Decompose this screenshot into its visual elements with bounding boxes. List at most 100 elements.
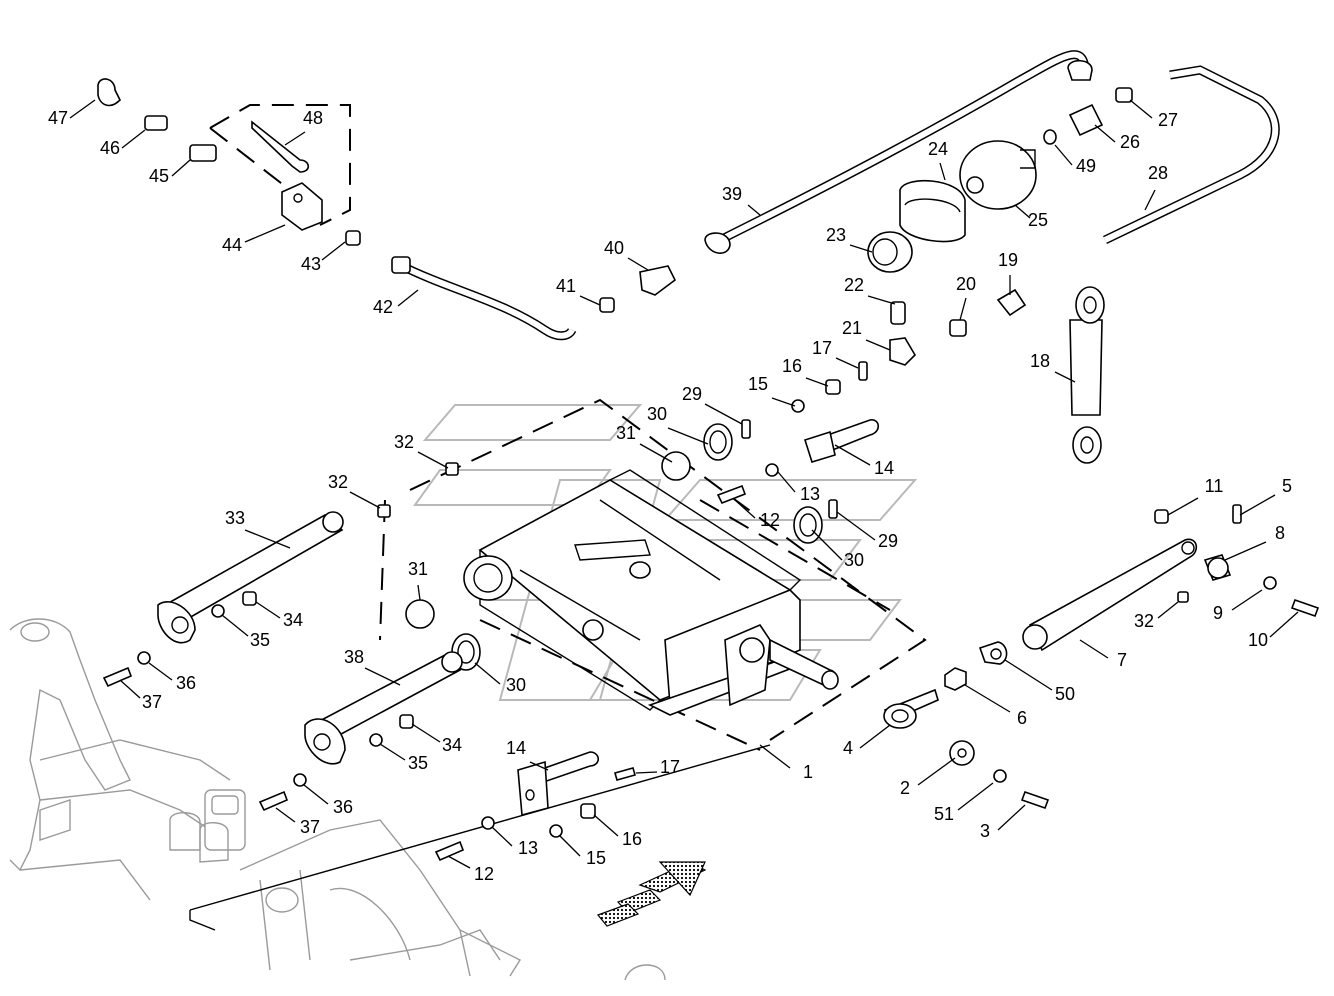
callout-p32c: 32: [1134, 611, 1154, 631]
callout-p14a: 14: [874, 458, 894, 478]
callout-p8: 8: [1275, 523, 1285, 543]
callout-p15b: 15: [586, 848, 606, 868]
part-callouts: 1234567891011121213131414151516161717181…: [48, 108, 1292, 884]
leader-line-p32b: [349, 491, 381, 509]
callout-p40: 40: [604, 238, 624, 258]
callout-p4: 4: [843, 738, 853, 758]
callout-p35b: 35: [408, 753, 428, 773]
callout-p16a: 16: [782, 356, 802, 376]
leader-line-p12b: [447, 855, 471, 869]
callout-p30a: 30: [647, 404, 667, 424]
leader-line-p30c: [474, 662, 501, 685]
callout-p25: 25: [1028, 210, 1048, 230]
callout-p9: 9: [1213, 603, 1223, 623]
leader-line-p27: [1129, 99, 1153, 119]
callout-p32b: 32: [328, 472, 348, 492]
leader-line-p45: [171, 159, 191, 177]
leader-line-p36b: [303, 784, 329, 805]
leader-line-p51: [957, 782, 994, 811]
leader-line-p32a: [417, 451, 449, 469]
callout-p31a: 31: [616, 423, 636, 443]
leader-line-p39: [747, 204, 761, 216]
assembly-guide-lines: [189, 104, 927, 931]
callout-p12b: 12: [474, 864, 494, 884]
leader-line-p15b: [559, 835, 581, 857]
callout-p15a: 15: [748, 374, 768, 394]
leader-line-p16b: [593, 814, 619, 837]
callout-p1: 1: [803, 762, 813, 782]
leader-line-p29b: [836, 511, 876, 541]
callout-p10: 10: [1248, 630, 1268, 650]
leader-line-p31b: [417, 584, 421, 601]
callout-p38: 38: [344, 647, 364, 667]
callout-p12a: 12: [760, 510, 780, 530]
leader-line-p23: [849, 244, 873, 253]
callout-p35a: 35: [250, 630, 270, 650]
leader-line-p30b: [811, 529, 843, 561]
leader-line-p25: [1014, 204, 1031, 219]
callout-p26: 26: [1120, 132, 1140, 152]
callout-p17b: 17: [660, 757, 680, 777]
callout-p37a: 37: [142, 692, 162, 712]
leader-line-p6: [964, 684, 1011, 713]
callout-p34a: 34: [283, 610, 303, 630]
callout-p44: 44: [222, 235, 242, 255]
callout-p36b: 36: [333, 797, 353, 817]
parts: [97, 59, 1320, 927]
leader-line-p1: [759, 744, 791, 769]
callout-p19: 19: [998, 250, 1018, 270]
callout-p29b: 29: [878, 531, 898, 551]
leader-line-p16a: [805, 377, 829, 387]
leader-line-p10: [1269, 611, 1299, 638]
tractor-frame-outline: [9, 618, 666, 981]
callout-p46: 46: [100, 138, 120, 158]
leader-line-p17b: [635, 771, 658, 774]
callout-p11: 11: [1205, 476, 1224, 496]
callout-p6: 6: [1017, 708, 1027, 728]
callout-p24: 24: [928, 139, 948, 159]
callout-p37b: 37: [300, 817, 320, 837]
leader-line-p7: [1079, 639, 1109, 659]
callout-p13b: 13: [518, 838, 538, 858]
leader-line-p28: [1144, 189, 1156, 211]
leader-line-p41: [579, 295, 601, 306]
leader-line-p43: [321, 241, 346, 261]
leader-line-p18: [1054, 371, 1076, 383]
callout-p17a: 17: [812, 338, 832, 358]
leader-line-p49: [1054, 144, 1073, 166]
callout-p27: 27: [1158, 110, 1178, 130]
callout-p20: 20: [956, 274, 976, 294]
leader-line-p37b: [275, 807, 296, 823]
leader-line-p33: [244, 529, 291, 549]
callout-p42: 42: [373, 297, 393, 317]
callout-p49: 49: [1076, 156, 1096, 176]
callout-p13a: 13: [800, 484, 820, 504]
leader-line-p31a: [639, 443, 673, 463]
leader-line-p44: [244, 224, 286, 243]
callout-p47: 47: [48, 108, 68, 128]
callout-p16b: 16: [622, 829, 642, 849]
callout-p5: 5: [1282, 476, 1292, 496]
leader-lines: [69, 99, 1299, 869]
callout-p36a: 36: [176, 673, 196, 693]
leader-line-p48: [284, 131, 306, 146]
leader-line-p29a: [704, 403, 743, 425]
callout-p50: 50: [1055, 684, 1075, 704]
leader-line-p5: [1239, 494, 1276, 516]
leader-line-p12a: [734, 499, 756, 519]
leader-line-p40: [627, 257, 649, 271]
callout-p30b: 30: [844, 550, 864, 570]
callout-p32a: 32: [394, 432, 414, 452]
leader-line-p50: [1004, 659, 1053, 691]
callout-p18: 18: [1030, 351, 1050, 371]
callout-p2: 2: [900, 778, 910, 798]
callout-p51: 51: [934, 804, 954, 824]
leader-line-p9: [1231, 589, 1263, 611]
leader-line-p46: [121, 129, 146, 149]
leader-line-p26: [1094, 124, 1116, 143]
hydraulic-lines: [397, 50, 1280, 341]
leader-line-p20: [959, 297, 967, 321]
callout-p43: 43: [301, 254, 321, 274]
leader-line-p34b: [411, 723, 441, 743]
